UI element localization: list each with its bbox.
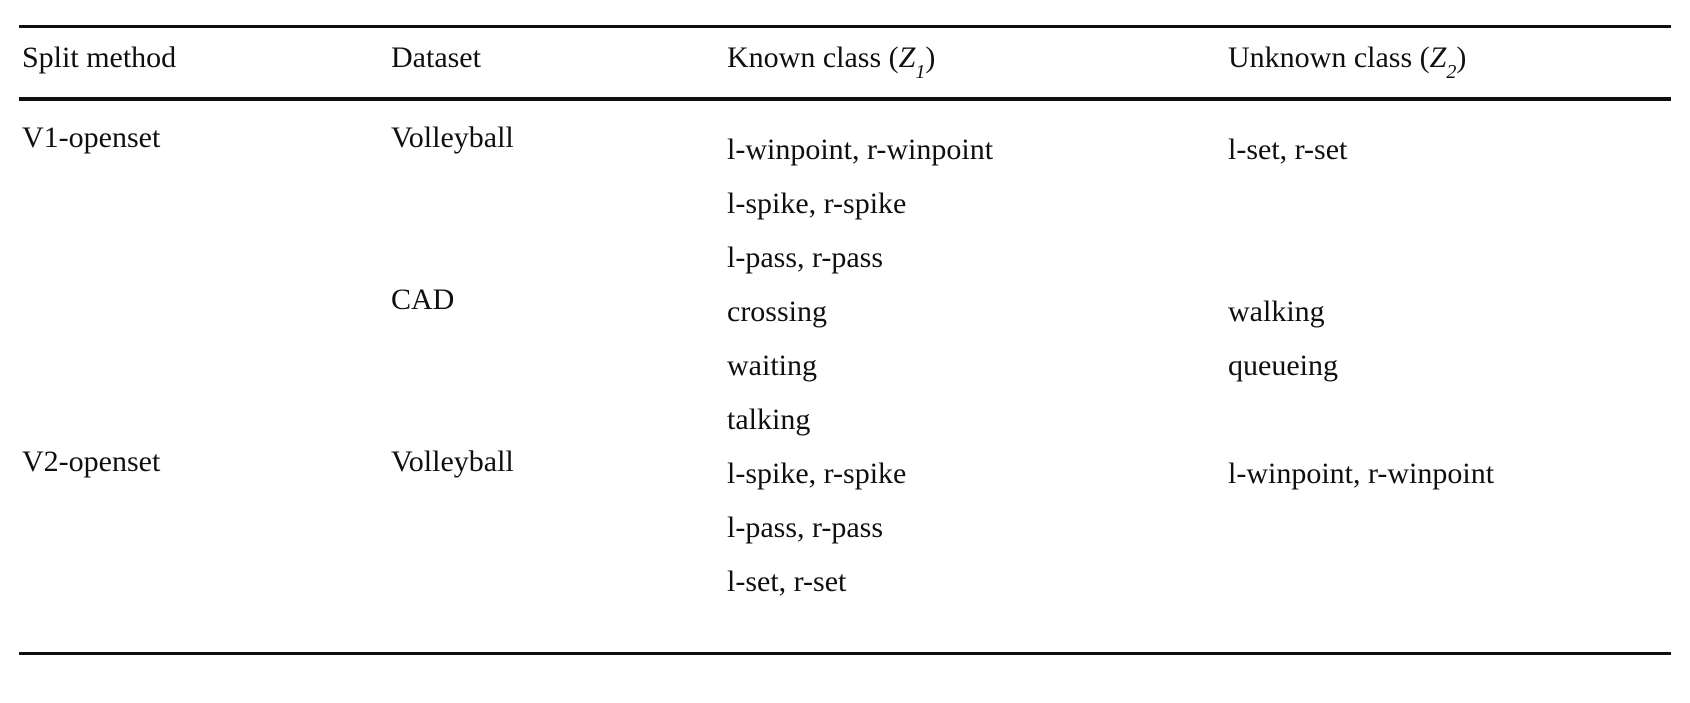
cell-unknown-class: l-set, r-set <box>1228 123 1347 177</box>
class-item: l-set, r-set <box>727 565 847 598</box>
class-item: l-spike, r-spike <box>727 457 907 490</box>
cell-split-method: V2-openset <box>22 445 161 478</box>
class-item: walking <box>1228 295 1325 328</box>
column-header-split-method: Split method <box>22 41 177 74</box>
class-item: waiting <box>727 349 817 382</box>
openset-split-table: Split method Dataset Known class (Z1) Un… <box>19 0 1671 703</box>
known-class-label-suffix: ) <box>925 41 936 74</box>
cell-known-class: l-spike, r-spike l-pass, r-pass l-set, r… <box>727 447 906 609</box>
unknown-class-variable: Z <box>1429 41 1447 74</box>
table-top-rule <box>19 25 1671 28</box>
class-item: l-winpoint, r-winpoint <box>727 133 994 166</box>
table-header-rule <box>19 97 1671 101</box>
unknown-class-label-suffix: ) <box>1456 41 1467 74</box>
cell-dataset: Volleyball <box>391 445 514 478</box>
class-item: l-pass, r-pass <box>727 241 884 274</box>
class-item: queueing <box>1228 349 1338 382</box>
cell-split-method: V1-openset <box>22 121 161 154</box>
class-item: l-spike, r-spike <box>727 187 907 220</box>
class-item: l-pass, r-pass <box>727 511 884 544</box>
cell-unknown-class: l-winpoint, r-winpoint <box>1228 447 1494 501</box>
column-header-unknown-class: Unknown class (Z2) <box>1228 41 1467 84</box>
cell-dataset: CAD <box>391 283 455 316</box>
known-class-subscript: 1 <box>915 61 926 83</box>
cell-known-class: crossing waiting talking <box>727 285 827 447</box>
table-bottom-rule <box>19 652 1671 655</box>
cell-dataset: Volleyball <box>391 121 514 154</box>
class-item: l-set, r-set <box>1228 133 1348 166</box>
class-item: l-winpoint, r-winpoint <box>1228 457 1495 490</box>
cell-unknown-class: walking queueing <box>1228 285 1338 393</box>
known-class-variable: Z <box>898 41 916 74</box>
unknown-class-label-prefix: Unknown class ( <box>1228 41 1430 74</box>
known-class-label-prefix: Known class ( <box>727 41 899 74</box>
column-header-dataset: Dataset <box>391 41 481 74</box>
unknown-class-subscript: 2 <box>1446 61 1457 83</box>
table-row: V1-openset <box>22 123 160 153</box>
class-item: talking <box>727 403 811 436</box>
column-header-known-class: Known class (Z1) <box>727 41 936 84</box>
class-item: crossing <box>727 295 827 328</box>
cell-known-class: l-winpoint, r-winpoint l-spike, r-spike … <box>727 123 993 285</box>
